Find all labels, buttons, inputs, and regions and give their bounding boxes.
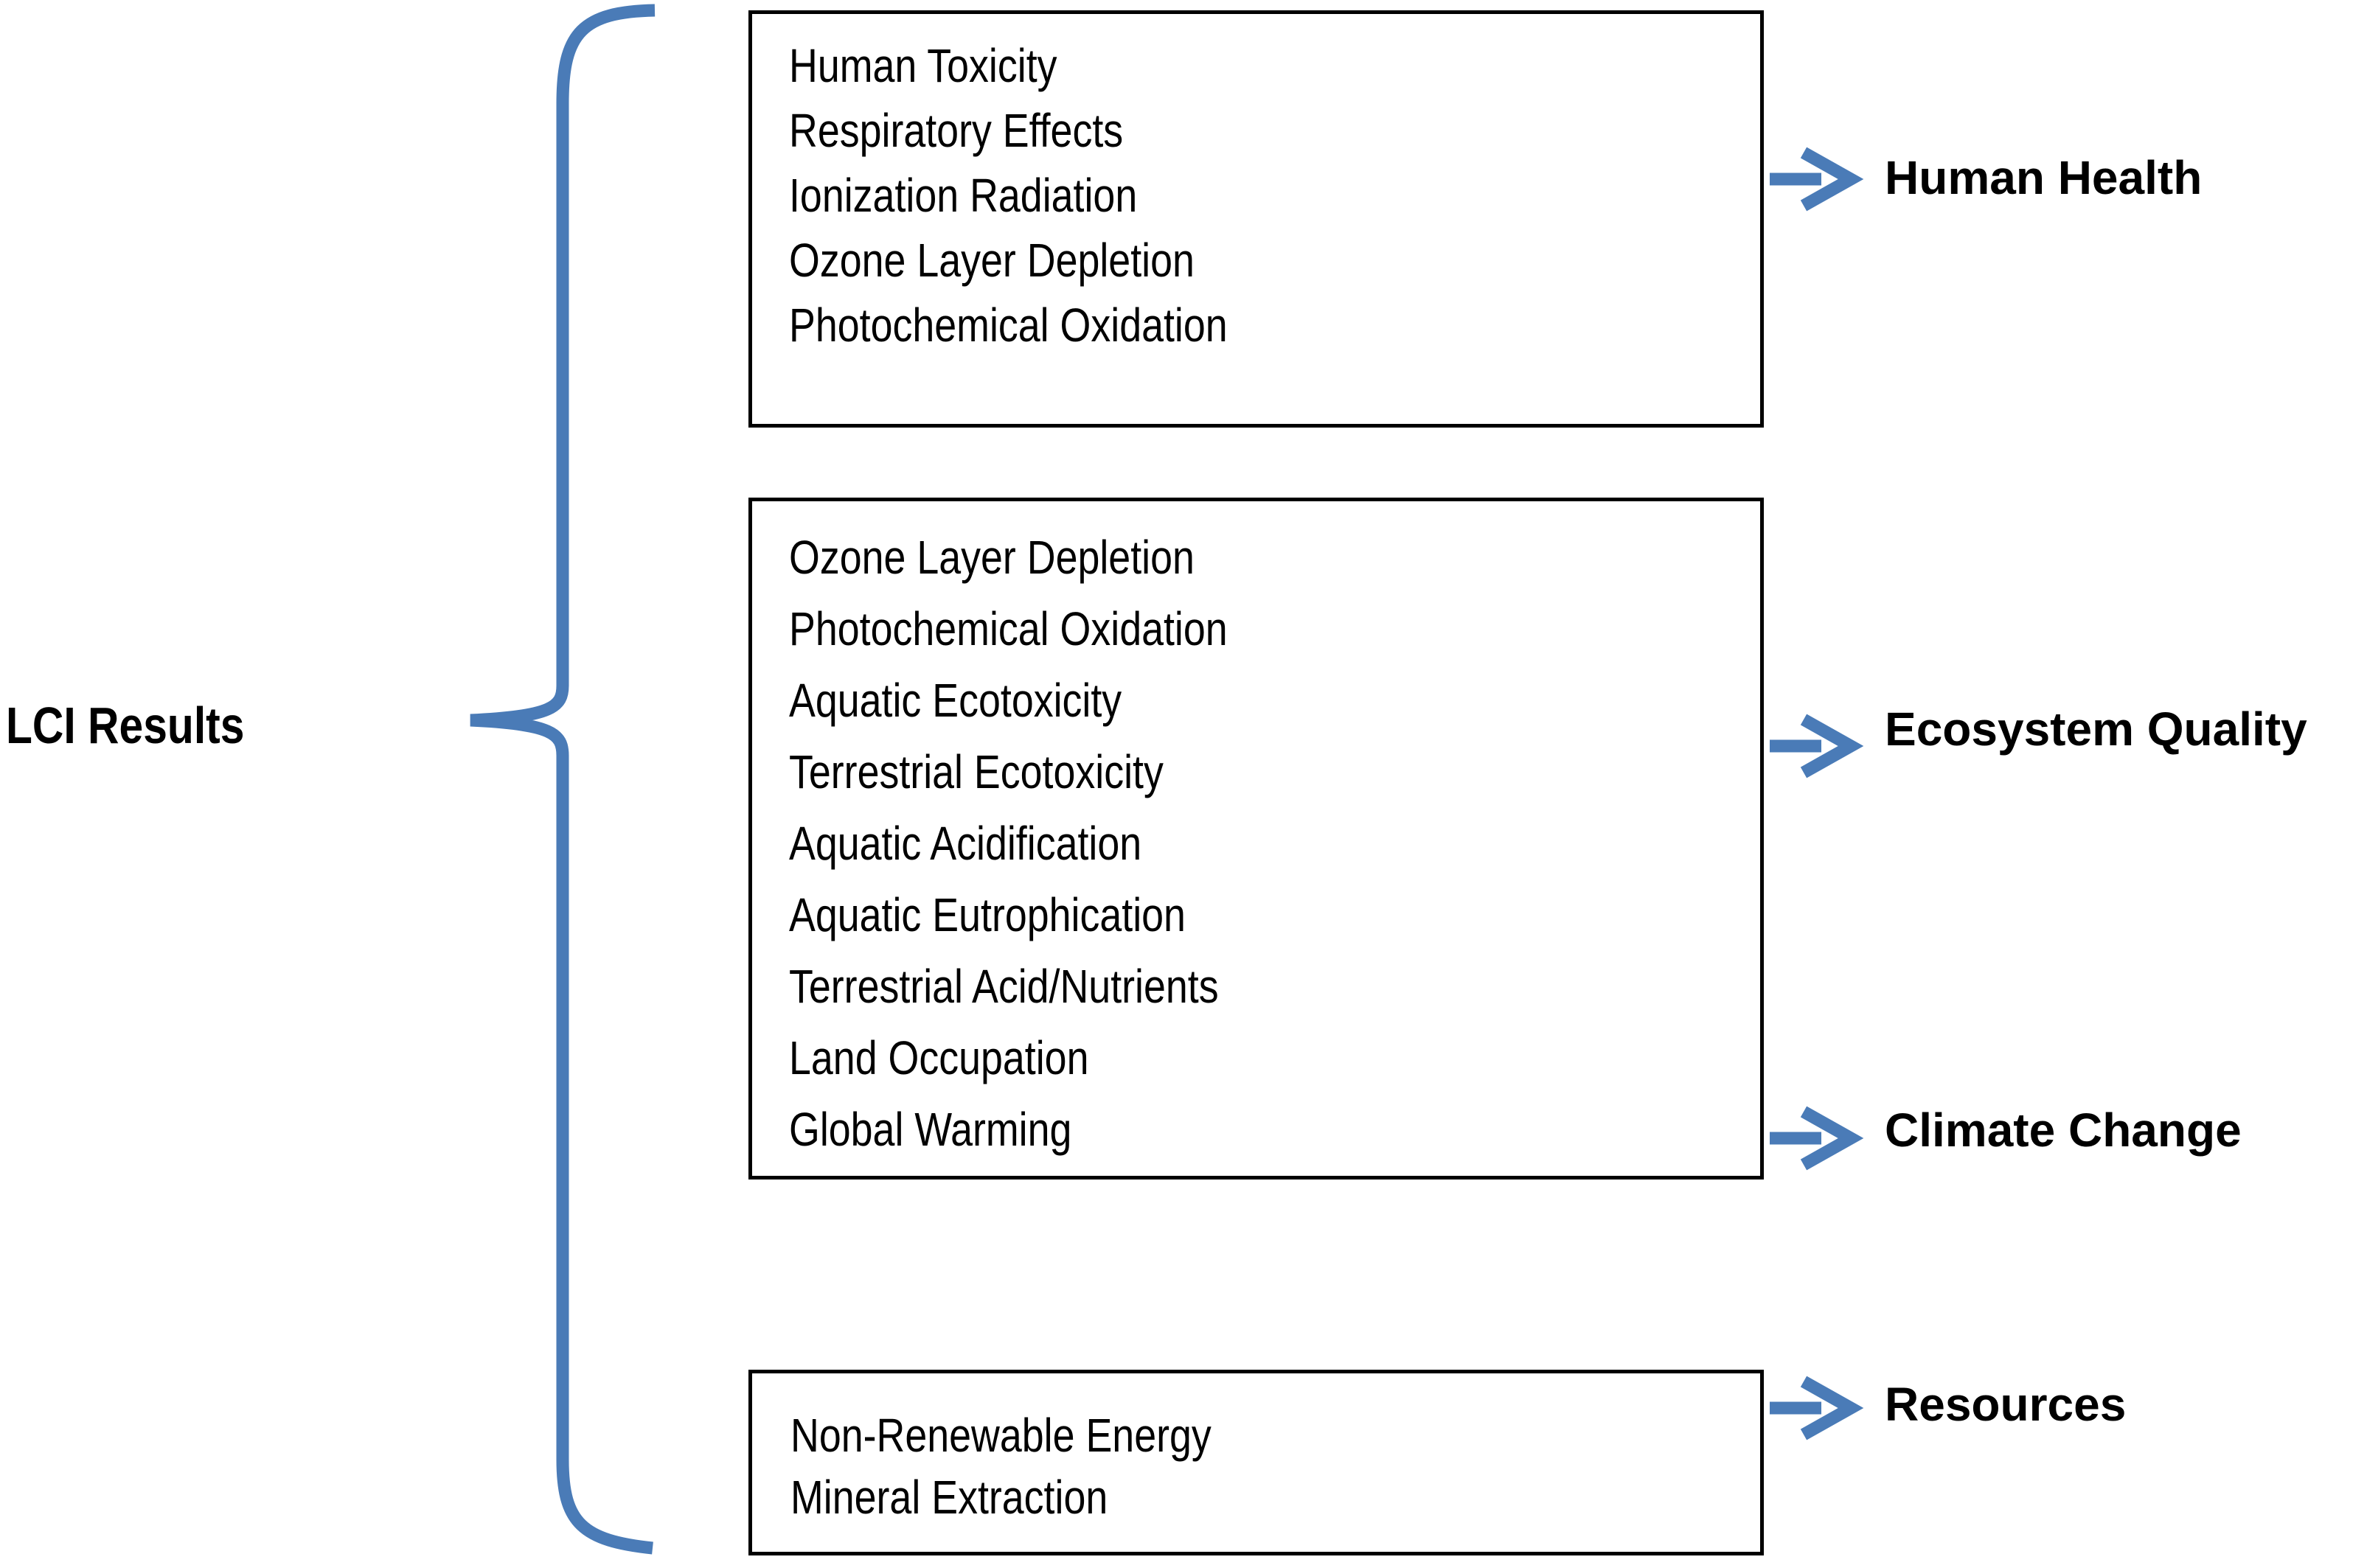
midpoint-item: Human Toxicity xyxy=(789,39,1057,92)
right-arrow-icon xyxy=(1770,1106,1864,1171)
midpoint-item: Respiratory Effects xyxy=(789,104,1124,157)
midpoint-item-list: Ozone Layer Depletion Photochemical Oxid… xyxy=(789,522,1599,1165)
lci-results-label: LCI Results xyxy=(6,697,245,754)
midpoint-box-ecosystem-quality: Ozone Layer Depletion Photochemical Oxid… xyxy=(748,498,1764,1180)
midpoint-item: Aquatic Ecotoxicity xyxy=(789,674,1122,727)
endpoint-label-human-health: Human Health xyxy=(1885,151,2203,204)
midpoint-item: Ozone Layer Depletion xyxy=(789,531,1195,584)
midpoint-box-human-health: Human Toxicity Respiratory Effects Ioniz… xyxy=(748,10,1764,428)
midpoint-item: Aquatic Acidification xyxy=(789,817,1142,870)
right-arrow-icon xyxy=(1770,147,1864,212)
midpoint-item: Land Occupation xyxy=(789,1031,1089,1084)
endpoint-label-resources: Resources xyxy=(1885,1378,2127,1431)
endpoint-label-climate-change: Climate Change xyxy=(1885,1104,2242,1157)
midpoint-item: Terrestrial Acid/Nutrients xyxy=(789,960,1219,1013)
midpoint-item: Global Warming xyxy=(789,1103,1072,1156)
midpoint-item: Ionization Radiation xyxy=(789,169,1138,222)
midpoint-item: Photochemical Oxidation xyxy=(789,602,1228,655)
right-arrow-icon xyxy=(1770,1376,1864,1440)
midpoint-item-list: Human Toxicity Respiratory Effects Ioniz… xyxy=(789,33,1599,358)
midpoint-item: Aquatic Eutrophication xyxy=(789,888,1186,941)
midpoint-item-list: Non-Renewable Energy Mineral Extraction xyxy=(790,1404,1599,1528)
midpoint-item: Non-Renewable Energy xyxy=(790,1409,1212,1462)
midpoint-item: Photochemical Oxidation xyxy=(789,299,1228,352)
midpoint-item: Terrestrial Ecotoxicity xyxy=(789,745,1164,798)
midpoint-item: Ozone Layer Depletion xyxy=(789,234,1195,287)
right-arrow-icon xyxy=(1770,714,1864,778)
midpoint-box-resources: Non-Renewable Energy Mineral Extraction xyxy=(748,1370,1764,1555)
curly-brace-icon xyxy=(470,4,656,1555)
endpoint-label-ecosystem-quality: Ecosystem Quality xyxy=(1885,703,2307,756)
midpoint-item: Mineral Extraction xyxy=(790,1471,1108,1524)
